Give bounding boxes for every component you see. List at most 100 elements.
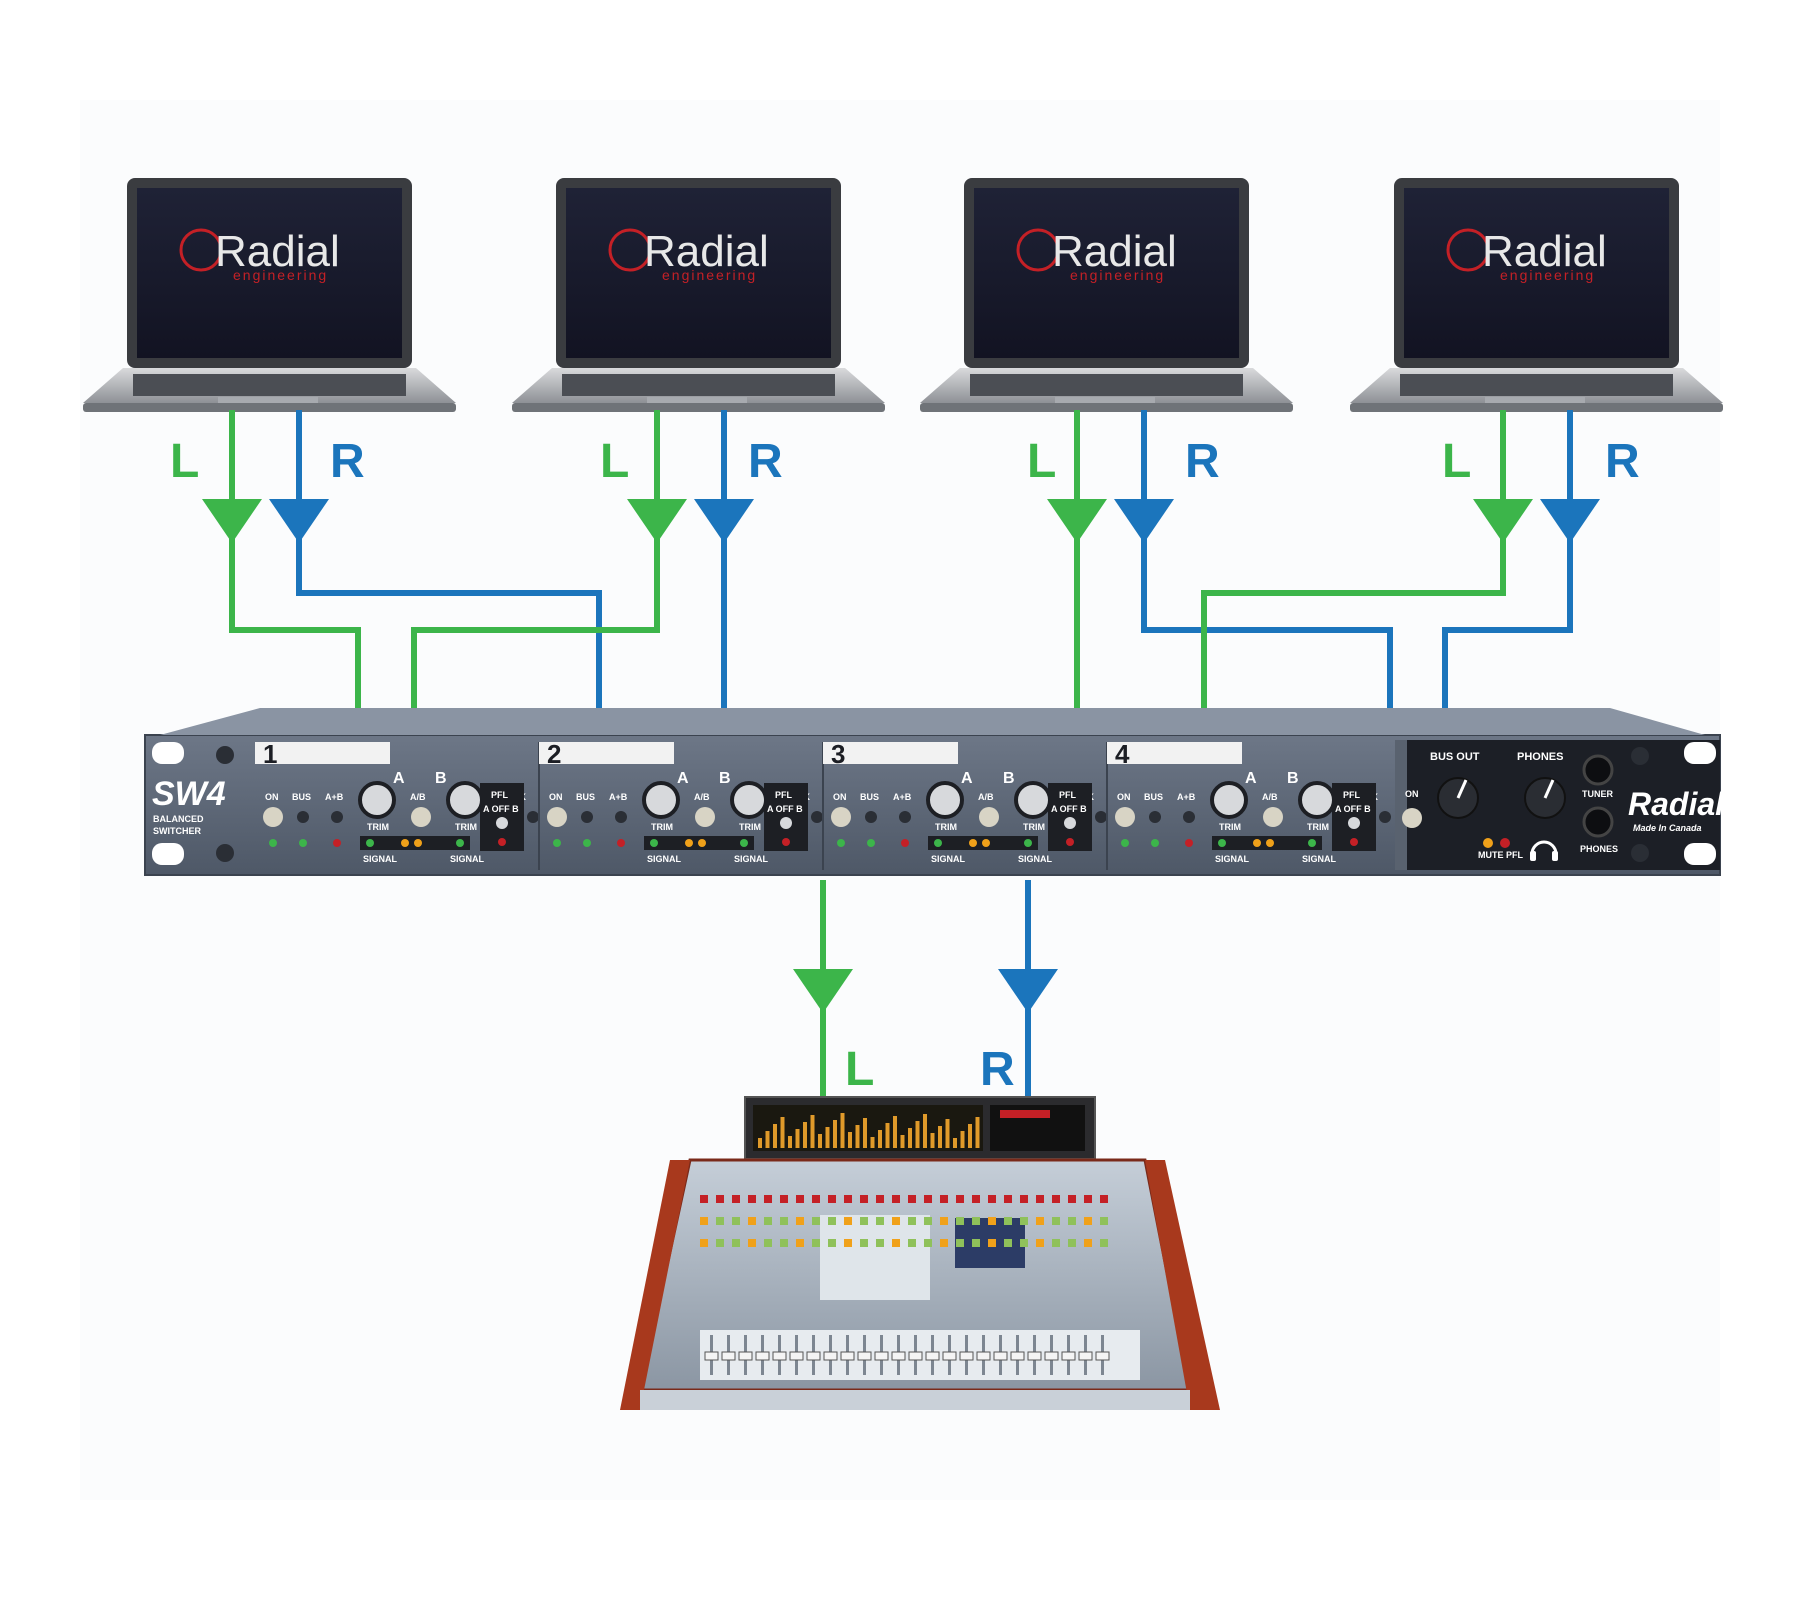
console-button[interactable] [1052, 1239, 1060, 1247]
fader-cap[interactable] [823, 1351, 838, 1361]
console-button[interactable] [1020, 1195, 1028, 1203]
console-button[interactable] [716, 1195, 724, 1203]
console-button[interactable] [1084, 1217, 1092, 1225]
console-button[interactable] [956, 1239, 964, 1247]
fader-cap[interactable] [908, 1351, 923, 1361]
fader-cap[interactable] [959, 1351, 974, 1361]
console-button[interactable] [1036, 1239, 1044, 1247]
console-button[interactable] [1036, 1195, 1044, 1203]
console-button[interactable] [764, 1195, 772, 1203]
fader-cap[interactable] [1078, 1351, 1093, 1361]
console-button[interactable] [1084, 1239, 1092, 1247]
console-button[interactable] [828, 1195, 836, 1203]
fader-cap[interactable] [755, 1351, 770, 1361]
console-button[interactable] [956, 1195, 964, 1203]
channel-on-button[interactable] [1115, 807, 1135, 827]
console-button[interactable] [940, 1195, 948, 1203]
console-button[interactable] [972, 1217, 980, 1225]
channel-on-button[interactable] [831, 807, 851, 827]
trim-b-knob[interactable] [446, 781, 484, 819]
console-button[interactable] [892, 1217, 900, 1225]
pfl-toggle[interactable] [496, 817, 508, 829]
console-button[interactable] [876, 1195, 884, 1203]
console-button[interactable] [748, 1195, 756, 1203]
console-button[interactable] [1084, 1195, 1092, 1203]
fader-cap[interactable] [1010, 1351, 1025, 1361]
console-button[interactable] [828, 1217, 836, 1225]
trim-a-knob[interactable] [926, 781, 964, 819]
console-button[interactable] [1052, 1217, 1060, 1225]
fader-cap[interactable] [976, 1351, 991, 1361]
console-button[interactable] [812, 1239, 820, 1247]
console-button[interactable] [1004, 1239, 1012, 1247]
console-button[interactable] [956, 1217, 964, 1225]
console-button[interactable] [1100, 1195, 1108, 1203]
fader-cap[interactable] [738, 1351, 753, 1361]
console-button[interactable] [780, 1217, 788, 1225]
console-button[interactable] [908, 1239, 916, 1247]
trim-a-knob[interactable] [358, 781, 396, 819]
fader-cap[interactable] [1044, 1351, 1059, 1361]
console-button[interactable] [812, 1195, 820, 1203]
pfl-toggle[interactable] [780, 817, 792, 829]
console-button[interactable] [732, 1217, 740, 1225]
a-b-select-button[interactable] [695, 807, 715, 827]
trim-b-knob[interactable] [730, 781, 768, 819]
console-button[interactable] [700, 1217, 708, 1225]
fader-cap[interactable] [721, 1351, 736, 1361]
console-button[interactable] [700, 1195, 708, 1203]
console-button[interactable] [732, 1195, 740, 1203]
console-button[interactable] [1068, 1217, 1076, 1225]
a-b-select-button[interactable] [1263, 807, 1283, 827]
phones-jack[interactable] [1582, 806, 1614, 838]
console-button[interactable] [796, 1239, 804, 1247]
master-on-button[interactable] [1402, 808, 1422, 828]
fader-cap[interactable] [993, 1351, 1008, 1361]
console-button[interactable] [732, 1239, 740, 1247]
a-plus-b-button[interactable] [615, 811, 627, 823]
bus-button[interactable] [297, 811, 309, 823]
console-button[interactable] [940, 1239, 948, 1247]
console-button[interactable] [908, 1195, 916, 1203]
fader-cap[interactable] [840, 1351, 855, 1361]
a-b-select-button[interactable] [979, 807, 999, 827]
console-button[interactable] [844, 1217, 852, 1225]
fader-cap[interactable] [789, 1351, 804, 1361]
console-button[interactable] [1004, 1217, 1012, 1225]
console-button[interactable] [828, 1239, 836, 1247]
fader-cap[interactable] [1095, 1351, 1110, 1361]
console-button[interactable] [844, 1195, 852, 1203]
console-button[interactable] [764, 1239, 772, 1247]
console-button[interactable] [796, 1217, 804, 1225]
console-button[interactable] [908, 1217, 916, 1225]
fader-cap[interactable] [1027, 1351, 1042, 1361]
console-button[interactable] [1004, 1195, 1012, 1203]
console-button[interactable] [924, 1217, 932, 1225]
console-button[interactable] [796, 1195, 804, 1203]
trim-b-knob[interactable] [1014, 781, 1052, 819]
link-button[interactable] [527, 811, 539, 823]
a-plus-b-button[interactable] [331, 811, 343, 823]
console-button[interactable] [860, 1239, 868, 1247]
fader-cap[interactable] [874, 1351, 889, 1361]
bus-button[interactable] [1149, 811, 1161, 823]
console-button[interactable] [812, 1217, 820, 1225]
fader-cap[interactable] [704, 1351, 719, 1361]
link-button[interactable] [1379, 811, 1391, 823]
console-button[interactable] [924, 1239, 932, 1247]
bus-button[interactable] [581, 811, 593, 823]
console-button[interactable] [876, 1217, 884, 1225]
console-button[interactable] [1020, 1239, 1028, 1247]
console-button[interactable] [892, 1195, 900, 1203]
console-button[interactable] [1052, 1195, 1060, 1203]
fader-cap[interactable] [1061, 1351, 1076, 1361]
trim-b-knob[interactable] [1298, 781, 1336, 819]
console-button[interactable] [1100, 1239, 1108, 1247]
console-button[interactable] [972, 1195, 980, 1203]
bus-button[interactable] [865, 811, 877, 823]
console-button[interactable] [1100, 1217, 1108, 1225]
fader-cap[interactable] [772, 1351, 787, 1361]
console-button[interactable] [988, 1195, 996, 1203]
pfl-toggle[interactable] [1064, 817, 1076, 829]
link-button[interactable] [811, 811, 823, 823]
